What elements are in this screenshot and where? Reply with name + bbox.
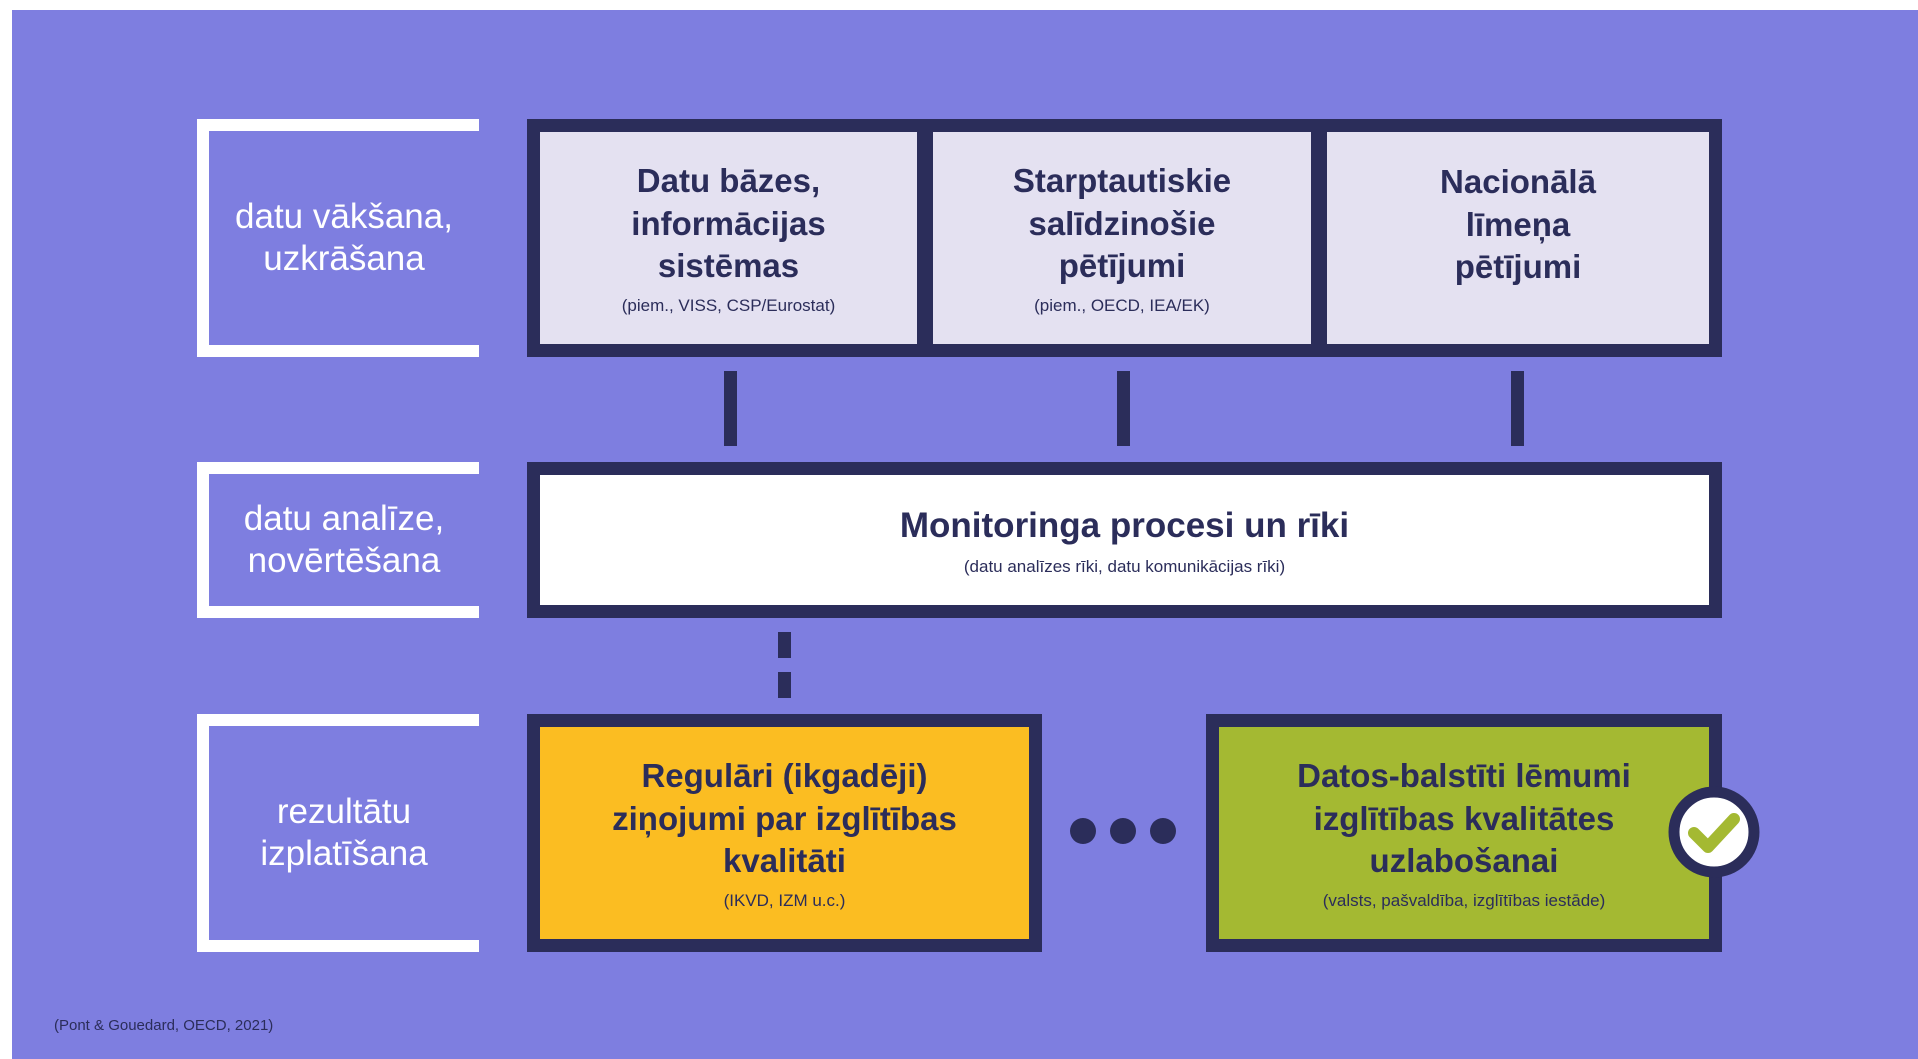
citation: (Pont & Gouedard, OECD, 2021) [54,1017,274,1034]
output-box-reports-title: Regulāri (ikgadēji) ziņojumi par izglītī… [612,756,957,880]
output-box-decisions-sub: (valsts, pašvaldība, izglītības iestāde) [1322,891,1606,911]
source-box-international: Starptautiskie salīdzinošie pētījumi (pi… [920,119,1324,357]
output-box-reports-sub: (IKVD, IZM u.c.) [723,891,846,911]
row-label-dissemination-line1: rezultātu [276,792,412,831]
source-box-databases-title: Datu bāzes, informācijas sistēmas [631,161,826,285]
row-label-analysis-line1: datu analīze, [243,499,445,538]
row-label-collection-line2: uzkrāšana [263,239,425,278]
row-label-dissemination-line2: izplatīšana [260,834,428,873]
connector-dash-upper [778,632,791,658]
output-box-decisions: Datos-balstīti lēmumi izglītības kvalitā… [1206,714,1722,952]
output-box-decisions-title: Datos-balstīti lēmumi izglītības kvalitā… [1297,756,1631,880]
check-circle-icon [1668,786,1760,878]
row-label-collection: datu vākšana, uzkrāšana [197,119,479,357]
source-box-international-title: Starptautiskie salīdzinošie pētījumi [1012,161,1232,285]
source-box-national: Nacionālā līmeņa pētījumi [1314,119,1722,357]
connector-databases [724,371,737,446]
row-label-analysis-line2: novērtēšana [247,541,441,580]
source-box-databases-sub: (piem., VISS, CSP/Eurostat) [621,296,836,316]
monitoring-title: Monitoringa procesi un rīki [899,506,1350,546]
source-box-national-title: Nacionālā līmeņa pētījumi [1440,162,1596,286]
row-label-analysis: datu analīze, novērtēšana [197,462,479,618]
connector-dash-lower [778,672,791,698]
row-label-collection-line1: datu vākšana, [235,197,453,236]
monitoring-sub: (datu analīzes rīki, datu komunikācijas … [963,556,1286,576]
monitoring-box: Monitoringa procesi un rīki (datu analīz… [527,462,1722,618]
source-box-databases: Datu bāzes, informācijas sistēmas (piem.… [527,119,930,357]
output-box-reports: Regulāri (ikgadēji) ziņojumi par izglītī… [527,714,1042,952]
source-box-international-sub: (piem., OECD, IEA/EK) [1034,296,1210,316]
connector-national [1511,371,1524,446]
connector-international [1117,371,1130,446]
row-label-dissemination: rezultātu izplatīšana [197,714,479,952]
